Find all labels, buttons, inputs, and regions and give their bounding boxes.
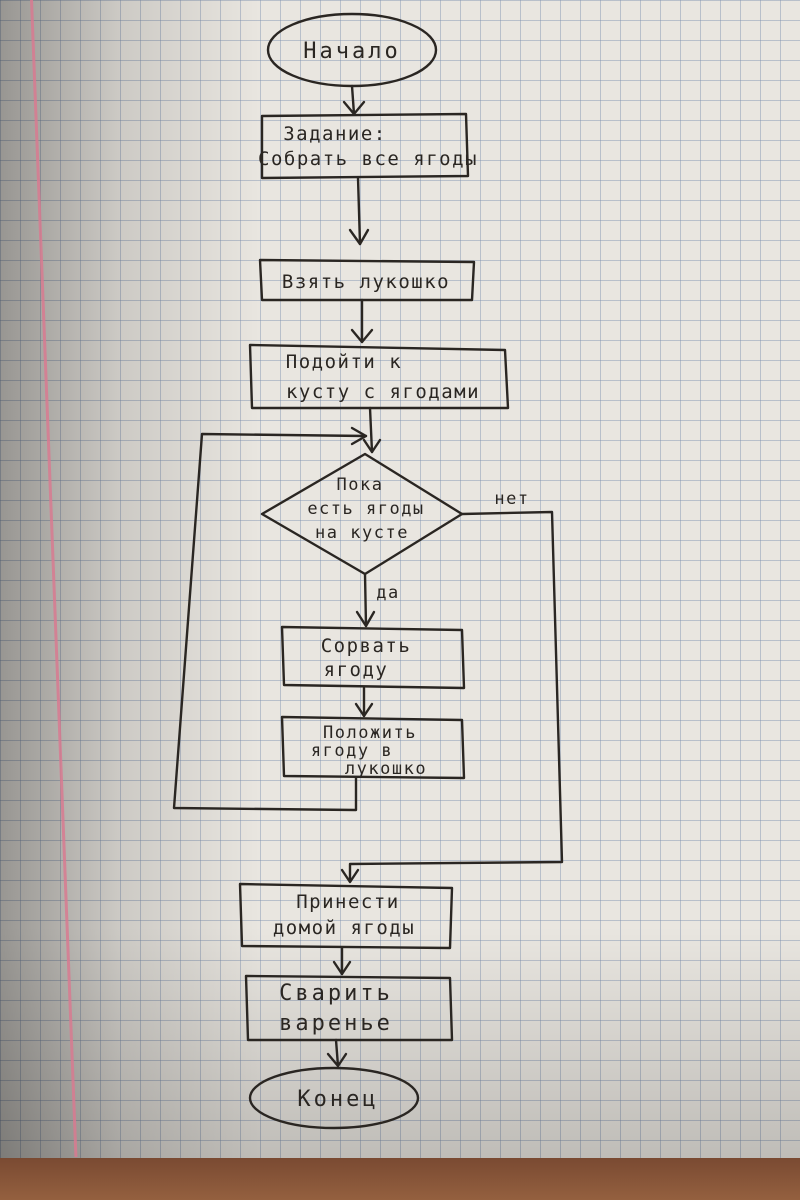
pick-line2: ягоду: [324, 659, 389, 681]
cook-jam-block: Сварить варенье: [244, 974, 454, 1042]
cook-line2: варенье: [279, 1011, 393, 1036]
task-line1: Задание:: [283, 123, 387, 145]
table-surface: [0, 1158, 800, 1200]
connector-bush-loop: [362, 406, 382, 454]
start-label: Начало: [303, 39, 400, 64]
branch-no-label: нет: [494, 489, 529, 509]
task-block: Задание: Собрать все ягоды: [258, 112, 478, 180]
start-terminal: Начало: [266, 12, 438, 88]
cook-line1: Сварить: [279, 981, 393, 1006]
take-basket-label: Взять лукошко: [282, 271, 450, 293]
branch-yes-path: да: [355, 572, 399, 628]
connector-basket-bush: [350, 298, 374, 344]
task-line2: Собрать все ягоды: [258, 148, 478, 170]
pick-line1: Сорвать: [321, 635, 412, 657]
connector-bring-cook: [332, 946, 352, 976]
end-label: Конец: [297, 1087, 378, 1112]
graph-paper-sheet: [0, 0, 800, 1158]
connector-task-basket: [348, 176, 370, 246]
condition-line3: на кусте: [315, 523, 409, 543]
put-line1: Положить: [323, 723, 417, 743]
put-berry-block: Положить ягоду в лукошко: [280, 715, 466, 780]
connector-cook-end: [326, 1038, 348, 1068]
pick-berry-block: Сорвать ягоду: [280, 625, 466, 690]
branch-yes-label: да: [376, 583, 399, 603]
bring-line1: Принести: [296, 891, 400, 913]
end-terminal: Конец: [248, 1066, 420, 1130]
loop-back-path: [172, 426, 368, 812]
bring-line2: домой ягоды: [273, 917, 415, 939]
approach-line1: Подойти к: [286, 351, 402, 373]
put-line2: ягоду в: [311, 741, 393, 761]
approach-line2: кусту с ягодами: [286, 381, 480, 403]
branch-no-path: нет: [340, 489, 564, 884]
bring-home-block: Принести домой ягоды: [238, 882, 454, 950]
condition-line1: Пока: [337, 475, 384, 495]
connector-start-task: [342, 84, 366, 116]
connector-pick-put: [354, 686, 374, 718]
put-line3: лукошко: [345, 759, 427, 779]
loop-condition-decision: Пока есть ягоды на кусте: [260, 452, 464, 576]
take-basket-block: Взять лукошко: [258, 258, 476, 302]
condition-line2: есть ягоды: [307, 499, 424, 519]
approach-bush-block: Подойти к кусту с ягодами: [248, 343, 510, 410]
